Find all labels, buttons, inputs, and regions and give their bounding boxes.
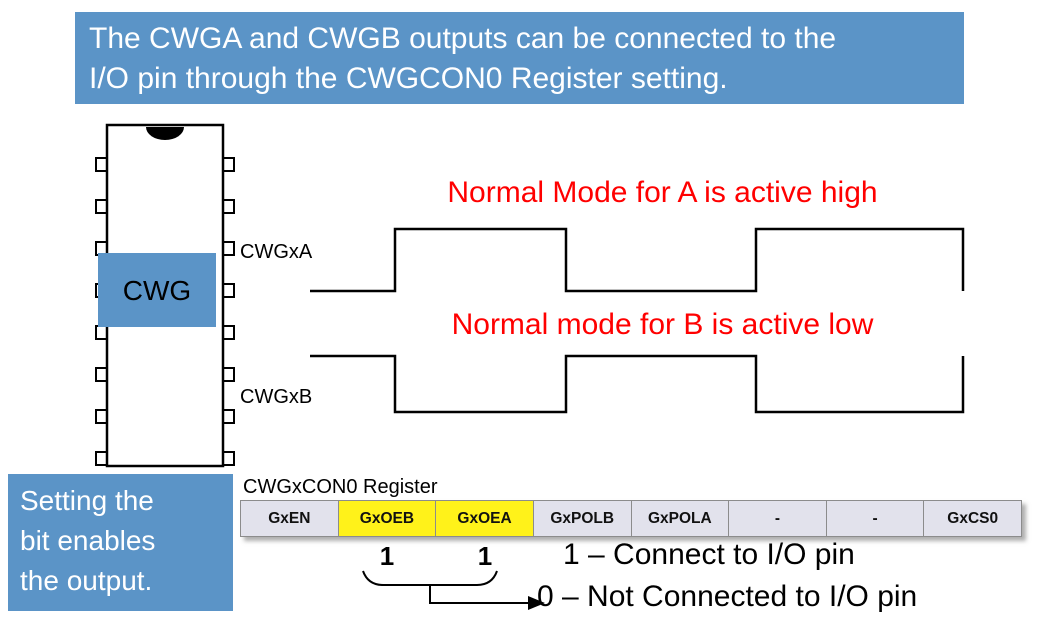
register-cell-gxpolb: GxPOLB [532,501,631,536]
register-cell-gxpola: GxPOLA [630,501,729,536]
note-line3: the output. [20,564,153,596]
brace-arrow-icon [362,570,545,610]
waveform-b [310,354,965,414]
title-banner-line2: I/O pin through the CWGCON0 Register set… [89,61,728,95]
register-cell-gxcs0: GxCS0 [923,501,1021,536]
signal-label-cwgxb: CWGxB [240,386,313,408]
register-title: CWGxCON0 Register [243,476,438,498]
register-table: GxEN GxOEB GxOEA GxPOLB GxPOLA - - GxCS0 [240,500,1022,537]
note-line1: Setting the [20,485,154,516]
caption-waveform-a: Normal Mode for A is active high [447,176,878,209]
bit-value-gxoea: 1 [477,541,493,571]
signal-label-cwgxa: CWGxA [240,241,313,263]
ic-chip-drawing: CWG [95,123,235,468]
chip-notch-icon [146,127,184,140]
ic-chip: CWG [90,123,240,468]
title-banner-line1: The CWGA and CWGB outputs can be connect… [89,22,837,55]
note-line2: bit enables [20,524,156,556]
legend-connect: 1 – Connect to I/O pin [563,538,855,571]
waveform-a [310,227,965,293]
caption-waveform-b: Normal mode for B is active low [451,308,874,341]
register-cell-unimplemented-1: - [728,501,826,536]
title-banner: The CWGA and CWGB outputs can be connect… [75,12,964,104]
cwg-block [98,253,216,327]
note-box: Setting the bit enables the output. [8,474,233,611]
register-cell-unimplemented-2: - [825,501,924,536]
legend-not-connected: 0 – Not Connected to I/O pin [537,580,918,613]
chip-label: CWG [123,275,191,306]
register-cell-gxen: GxEN [241,501,338,536]
bit-value-gxoeb: 1 [379,541,395,571]
register-cell-gxoeb: GxOEB [337,501,436,536]
register-cell-gxoea: GxOEA [435,501,533,536]
